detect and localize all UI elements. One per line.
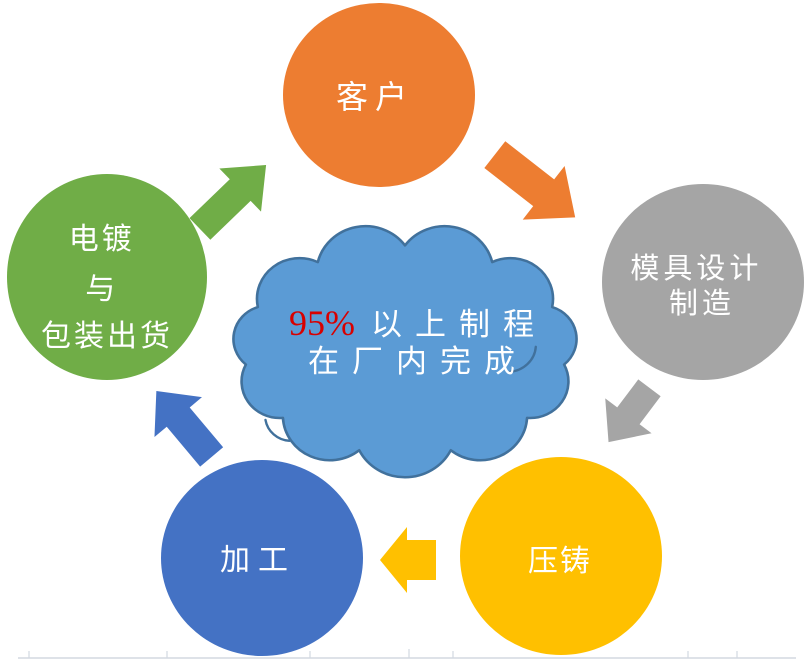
plating-label-line2: 与 bbox=[85, 273, 118, 306]
cloud-text-line1: 95% 以上制程 bbox=[289, 303, 547, 343]
plating-packing-circle bbox=[7, 174, 207, 380]
arrow-diecasting-to-machining bbox=[380, 527, 436, 593]
mold-design-label-line1: 模具设计 bbox=[630, 252, 762, 285]
customer-label: 客户 bbox=[336, 79, 414, 115]
arrow-machining-to-plating bbox=[154, 391, 224, 467]
cloud-shape bbox=[232, 224, 578, 479]
cloud-inner-arc-right bbox=[508, 345, 537, 374]
arrow-down-left-icon bbox=[605, 379, 661, 443]
die-casting-label: 压铸 bbox=[528, 545, 592, 578]
machining-label: 加工 bbox=[220, 544, 296, 577]
cloud-text-line2: 在厂内完成 bbox=[308, 344, 528, 379]
arrow-down-right-icon bbox=[484, 141, 576, 220]
plating-packing-label: 电镀 与 包装出货 bbox=[41, 223, 173, 353]
arrow-plating-to-customer bbox=[189, 165, 267, 240]
arrow-left-icon bbox=[380, 527, 436, 593]
cloud-text-line1-rest: 以上制程 bbox=[371, 307, 547, 342]
page-edge-marks bbox=[18, 649, 796, 659]
plating-label-line1: 电镀 bbox=[69, 223, 135, 256]
arrow-up-right-icon bbox=[189, 165, 267, 240]
plating-label-line3: 包装出货 bbox=[41, 320, 173, 353]
customer-circle bbox=[283, 3, 475, 187]
arrow-customer-to-mold bbox=[484, 141, 576, 220]
mold-design-label: 模具设计 制造 bbox=[630, 252, 773, 320]
arrow-mold-to-diecasting bbox=[605, 379, 661, 443]
cloud-inner-arc-left bbox=[264, 418, 291, 442]
arrow-up-left-icon bbox=[154, 391, 224, 467]
die-casting-circle bbox=[460, 457, 662, 655]
cloud-highlight-95: 95% bbox=[289, 303, 355, 343]
mold-design-circle bbox=[602, 184, 804, 380]
machining-circle bbox=[161, 460, 363, 656]
mold-design-label-line2: 制造 bbox=[669, 287, 735, 320]
cloud-outline bbox=[232, 224, 578, 479]
